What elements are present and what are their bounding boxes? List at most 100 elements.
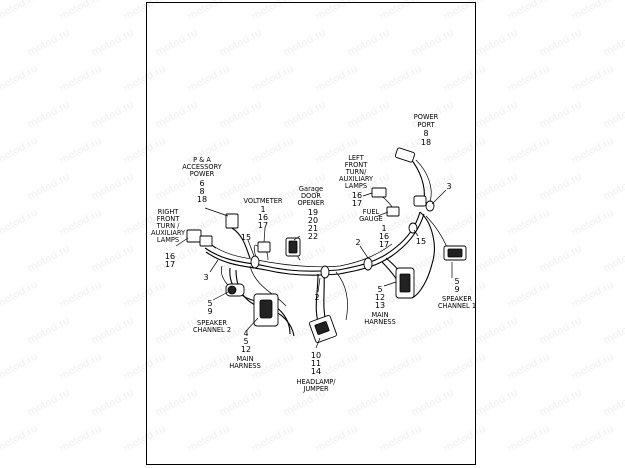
watermark-text: motod.ru: [474, 315, 520, 346]
svg-text:22: 22: [308, 232, 318, 241]
watermark-text: motod.ru: [570, 423, 616, 454]
callout-15-left: 15: [241, 233, 251, 242]
watermark-text: motod.ru: [58, 135, 104, 166]
pa-label-3: POWER: [190, 170, 215, 178]
headlamp-label-2: JUMPER: [302, 385, 329, 393]
svg-text:16: 16: [258, 213, 268, 222]
right-front-label-5: LAMPS: [157, 236, 179, 244]
watermark-text: motod.ru: [538, 99, 584, 130]
garage-num-1: 19: [308, 208, 318, 217]
garage-num-4: 22: [308, 232, 318, 241]
svg-text:FRONT: FRONT: [345, 161, 368, 169]
watermark-text: motod.ru: [58, 63, 104, 94]
watermark-text: motod.ru: [442, 63, 488, 94]
left-front-label-4: AUXILIARY: [339, 175, 374, 183]
svg-text:PORT: PORT: [417, 121, 435, 129]
watermark-text: motod.ru: [442, 351, 488, 382]
garage-label-1: Garage: [299, 185, 323, 193]
svg-text:16: 16: [379, 232, 389, 241]
watermark-text: motod.ru: [282, 99, 328, 130]
watermark-text: motod.ru: [58, 279, 104, 310]
svg-text:HARNESS: HARNESS: [364, 318, 396, 326]
watermark-text: motod.ru: [90, 99, 136, 130]
main-harness-right-num-2: 12: [375, 293, 385, 302]
watermark-text: motod.ru: [538, 243, 584, 274]
watermark-text: motod.ru: [250, 207, 296, 238]
watermark-text: motod.ru: [186, 351, 232, 382]
watermark-text: motod.ru: [154, 387, 200, 418]
callout-labels: POWER PORT 8 18 LEFT FRONT TURN/ AUXILIA…: [151, 113, 476, 393]
watermark-text: motod.ru: [90, 27, 136, 58]
svg-text:15: 15: [241, 233, 251, 242]
watermark-text: motod.ru: [0, 279, 40, 310]
watermark-text: motod.ru: [410, 315, 456, 346]
watermark-text: motod.ru: [474, 171, 520, 202]
speaker1-num-2: 9: [454, 285, 459, 294]
watermark-text: motod.ru: [58, 423, 104, 454]
watermark-text: motod.ru: [0, 423, 40, 454]
watermark-text: motod.ru: [378, 63, 424, 94]
svg-text:12: 12: [241, 345, 251, 354]
watermark-text: motod.ru: [26, 243, 72, 274]
headlamp-num-1: 10: [311, 351, 321, 360]
watermark-text: motod.ru: [122, 63, 168, 94]
voltmeter-num-2: 16: [258, 213, 268, 222]
watermark-text: motod.ru: [378, 351, 424, 382]
headlamp-label-1: HEADLAMP/: [297, 378, 337, 386]
watermark-text: motod.ru: [250, 0, 296, 23]
svg-text:9: 9: [207, 307, 212, 316]
svg-text:18: 18: [421, 138, 431, 147]
power-port-num-2: 18: [421, 138, 431, 147]
main-harness-right-num-1: 5: [377, 285, 382, 294]
watermark-text: motod.ru: [26, 387, 72, 418]
fuel-gauge-label-1: FUEL: [363, 208, 380, 216]
watermark-text: motod.ru: [314, 63, 360, 94]
watermark-text: motod.ru: [442, 423, 488, 454]
right-front-label-3: TURN /: [156, 222, 180, 230]
watermark-text: motod.ru: [506, 63, 552, 94]
watermark-text: motod.ru: [378, 0, 424, 23]
speaker2-num-1: 5: [207, 299, 212, 308]
svg-text:TURN/: TURN/: [345, 168, 367, 176]
callout-3-left: 3: [203, 273, 208, 282]
svg-text:16: 16: [352, 191, 362, 200]
pa-label-1: P & A: [193, 156, 211, 164]
pa-num-2: 8: [199, 187, 204, 196]
garage-label-2: DOOR: [301, 192, 321, 200]
svg-text:1: 1: [381, 224, 386, 233]
watermark-text: motod.ru: [186, 63, 232, 94]
watermark-text: motod.ru: [0, 207, 40, 238]
svg-text:FUEL: FUEL: [363, 208, 380, 216]
watermark-text: motod.ru: [314, 279, 360, 310]
watermark-text: motod.ru: [122, 279, 168, 310]
watermark-text: motod.ru: [538, 387, 584, 418]
svg-text:LEFT: LEFT: [348, 154, 365, 162]
left-front-label-3: TURN/: [345, 168, 367, 176]
watermark-text: motod.ru: [602, 99, 625, 130]
fuel-gauge-num-3: 17: [379, 240, 389, 249]
svg-text:16: 16: [165, 252, 175, 261]
watermark-text: motod.ru: [442, 0, 488, 23]
watermark-text: motod.ru: [250, 423, 296, 454]
svg-text:DOOR: DOOR: [301, 192, 321, 200]
svg-text:14: 14: [311, 367, 321, 376]
voltmeter-num-1: 1: [260, 205, 265, 214]
svg-text:POWER: POWER: [190, 170, 215, 178]
watermark-text: motod.ru: [122, 351, 168, 382]
garage-label-3: OPENER: [297, 199, 324, 207]
watermark-text: motod.ru: [506, 423, 552, 454]
watermark-text: motod.ru: [282, 27, 328, 58]
svg-text:ACCESSORY: ACCESSORY: [182, 163, 222, 171]
svg-text:18: 18: [197, 195, 207, 204]
watermark-text: motod.ru: [442, 135, 488, 166]
watermark-text: motod.ru: [410, 27, 456, 58]
svg-text:VOLTMETER: VOLTMETER: [243, 197, 282, 205]
harness-drawing: [175, 147, 467, 349]
svg-text:POWER: POWER: [414, 113, 439, 121]
pa-num-3: 18: [197, 195, 207, 204]
svg-text:20: 20: [308, 216, 318, 225]
left-front-label-2: FRONT: [345, 161, 368, 169]
svg-text:MAIN: MAIN: [371, 311, 388, 319]
svg-text:HEADLAMP/: HEADLAMP/: [297, 378, 337, 386]
